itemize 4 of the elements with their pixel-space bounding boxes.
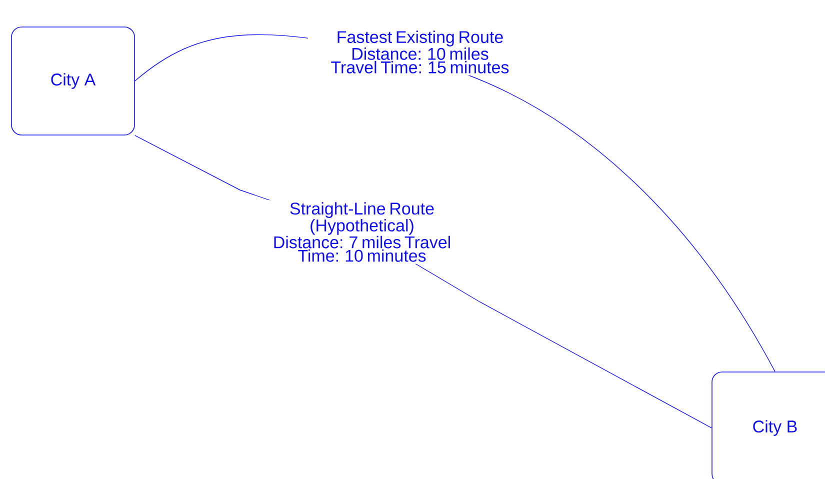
edge-label: Fastest Existing Route Distance: 10 miles Travel Time: 15 minutes <box>331 30 509 74</box>
city-box: City B <box>712 372 825 479</box>
edge-label: Straight-Line Route (Hypothetical) Distance: 7 miles Travel Time: 10 minutes <box>274 202 450 262</box>
city-box: City A <box>11 26 135 136</box>
